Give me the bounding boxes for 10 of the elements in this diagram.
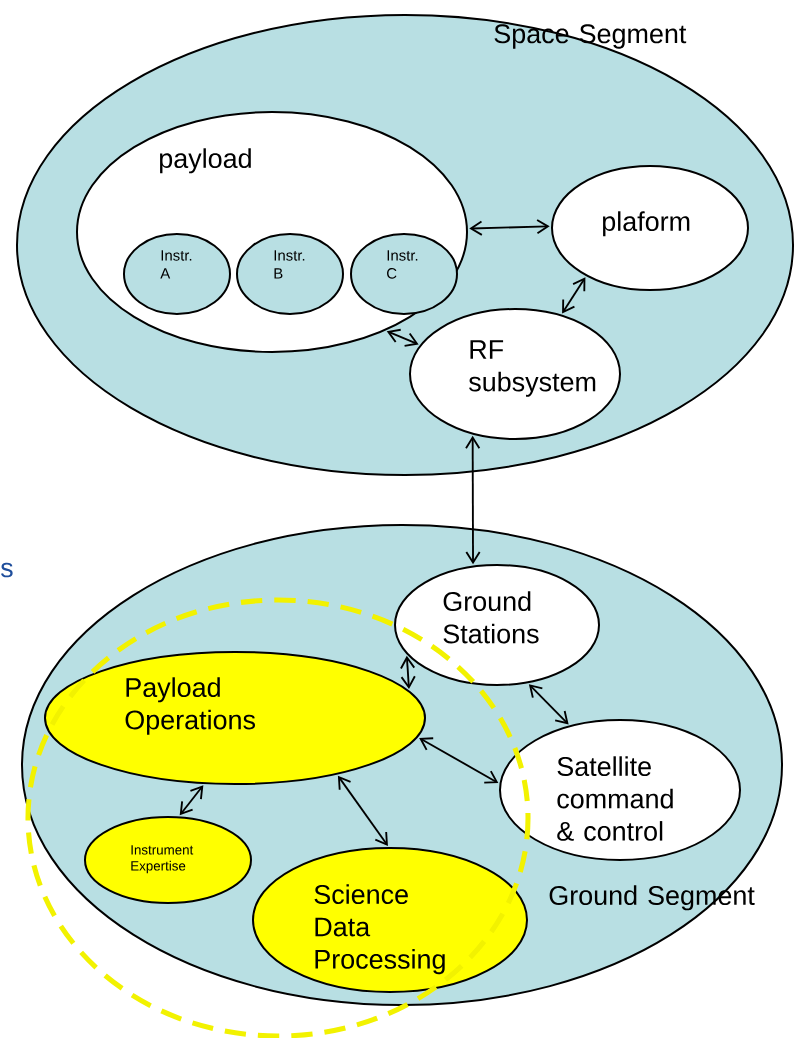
arrow	[337, 775, 388, 846]
arrow	[469, 219, 550, 236]
text-fragment: s	[1, 562, 13, 578]
arrow	[419, 737, 499, 784]
arrow	[386, 328, 419, 347]
arrow	[562, 277, 586, 314]
arrow	[179, 785, 204, 816]
arrow	[400, 655, 416, 690]
arrow	[465, 435, 481, 565]
arrow	[528, 684, 569, 725]
